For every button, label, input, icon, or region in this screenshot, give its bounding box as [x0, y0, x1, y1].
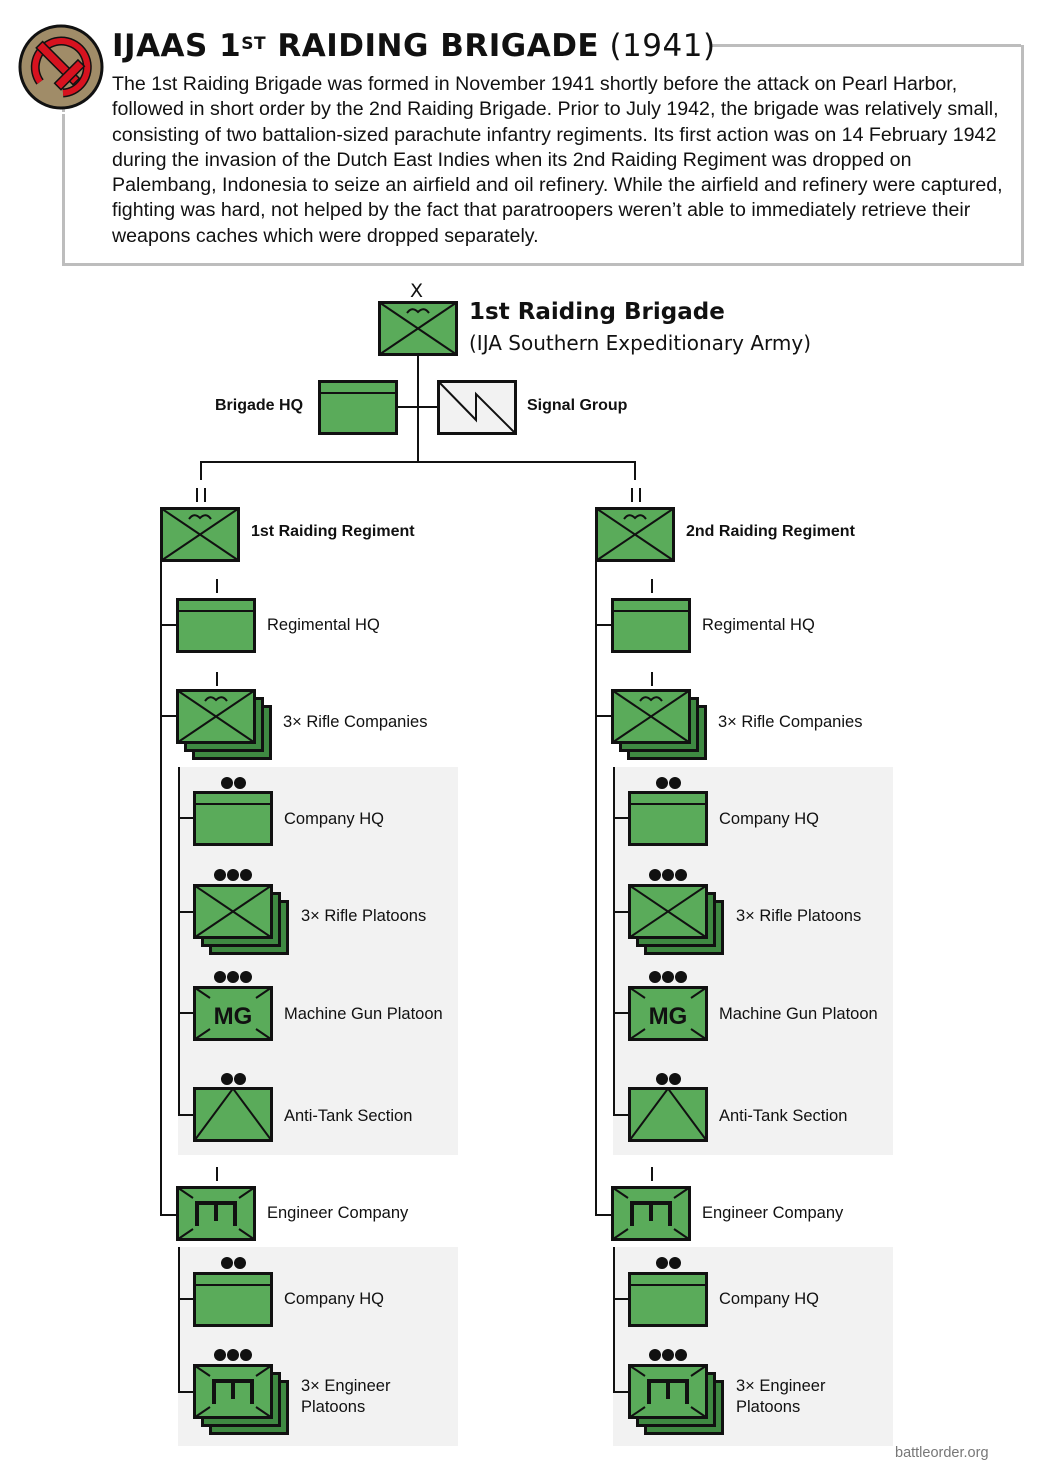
company-hq-symbol-icon[interactable] [628, 791, 728, 866]
engineer-platoons-label-line2: Platoons [301, 1398, 366, 1416]
section-size-marker-icon [656, 1257, 681, 1269]
regimental-hq-symbol-icon[interactable] [611, 598, 711, 673]
engineer-company-symbol-icon[interactable] [176, 1186, 276, 1261]
machine-gun-platoon-label: Machine Gun Platoon [284, 1005, 443, 1023]
rifle-companies-symbol-icon[interactable] [611, 689, 711, 764]
rifle-companies-label: 3× Rifle Companies [283, 713, 428, 731]
engineer-company-hq-symbol-icon[interactable] [628, 1272, 728, 1347]
regimental-hq-label: Regimental HQ [702, 616, 815, 634]
brigade-parent: (IJA Southern Expeditionary Army) [469, 331, 812, 355]
title-rule [712, 44, 1021, 47]
company-size-marker-icon [216, 1167, 218, 1181]
anti-tank-section-symbol-icon[interactable] [628, 1086, 728, 1162]
section-size-marker-icon [221, 1257, 246, 1269]
regimental-hq-label: Regimental HQ [267, 616, 380, 634]
engineer-platoons-symbol-icon[interactable] [628, 1364, 728, 1439]
description-box [62, 45, 1024, 266]
section-size-marker-icon [221, 1073, 246, 1085]
machine-gun-platoon-label: Machine Gun Platoon [719, 1005, 878, 1023]
regiment-airborne-infantry-symbol-icon[interactable] [595, 507, 695, 582]
description-text: The 1st Raiding Brigade was formed in No… [112, 73, 1003, 247]
engineer-platoons-label-line2: Platoons [736, 1398, 801, 1416]
section-size-marker-icon [656, 777, 681, 789]
engineer-company-hq-symbol-icon[interactable] [193, 1272, 293, 1347]
regiment-size-marker-icon [631, 488, 641, 502]
section-size-marker-icon [221, 777, 246, 789]
anti-tank-section-label: Anti-Tank Section [284, 1107, 413, 1125]
engineer-platoons-label-line1: 3× Engineer [301, 1377, 391, 1395]
company-size-marker-icon [651, 579, 653, 593]
mg-text: MG [649, 1003, 688, 1030]
rifle-platoons-symbol-icon[interactable] [193, 884, 293, 959]
company-hq-label: Company HQ [719, 810, 819, 828]
platoon-size-marker-icon [214, 869, 252, 881]
title-main: IJAAS 1 [112, 28, 242, 64]
company-size-marker-icon [216, 579, 218, 593]
company-size-marker-icon [651, 1167, 653, 1181]
signal-group-symbol-icon[interactable] [437, 380, 517, 435]
anti-tank-section-label: Anti-Tank Section [719, 1107, 848, 1125]
engineer-company-hq-label: Company HQ [284, 1290, 384, 1308]
regimental-hq-symbol-icon[interactable] [176, 598, 276, 673]
title-rest: RAIDING BRIGADE [266, 28, 600, 64]
platoon-size-marker-icon [214, 971, 252, 983]
regiment-name: 1st Raiding Regiment [251, 523, 415, 540]
engineer-platoons-symbol-icon[interactable] [193, 1364, 293, 1439]
brigade-name: 1st Raiding Brigade [469, 299, 725, 325]
rifle-platoons-label: 3× Rifle Platoons [301, 907, 427, 925]
page-title: IJAAS 1ST RAIDING BRIGADE (1941) [112, 26, 716, 66]
section-size-marker-icon [656, 1073, 681, 1085]
engineer-company-label: Engineer Company [702, 1204, 844, 1222]
title-year: (1941) [599, 28, 716, 64]
brigade-airborne-infantry-symbol-icon[interactable] [378, 301, 458, 356]
regiment-name: 2nd Raiding Regiment [686, 523, 855, 540]
regiment-airborne-infantry-symbol-icon[interactable] [160, 507, 260, 582]
title-sup: ST [241, 34, 267, 54]
regiment-size-marker-icon [196, 488, 206, 502]
engineer-company-symbol-icon[interactable] [611, 1186, 711, 1261]
company-size-marker-icon [651, 672, 653, 686]
platoon-size-marker-icon [649, 1349, 687, 1361]
engineer-platoons-label-line1: 3× Engineer [736, 1377, 826, 1395]
machine-gun-platoon-symbol-icon[interactable]: MG [628, 986, 728, 1061]
company-hq-symbol-icon[interactable] [193, 791, 293, 866]
rifle-platoons-symbol-icon[interactable] [628, 884, 728, 959]
engineer-company-hq-label: Company HQ [719, 1290, 819, 1308]
engineer-company-label: Engineer Company [267, 1204, 409, 1222]
rifle-platoons-label: 3× Rifle Platoons [736, 907, 862, 925]
anti-tank-section-symbol-icon[interactable] [193, 1086, 293, 1162]
source-credit[interactable]: battleorder.org [895, 1445, 989, 1461]
platoon-size-marker-icon [649, 869, 687, 881]
machine-gun-platoon-symbol-icon[interactable]: MG [193, 986, 293, 1061]
brigade-size-marker: X [410, 280, 424, 302]
company-size-marker-icon [216, 672, 218, 686]
platoon-size-marker-icon [214, 1349, 252, 1361]
brigade-hq-label: Brigade HQ [215, 397, 304, 414]
desc-box-gap [62, 112, 65, 114]
ijaas-insignia-icon [18, 24, 104, 110]
company-hq-label: Company HQ [284, 810, 384, 828]
brigade-hq-symbol-icon[interactable] [318, 380, 398, 435]
platoon-size-marker-icon [649, 971, 687, 983]
rifle-companies-label: 3× Rifle Companies [718, 713, 863, 731]
mg-text: MG [214, 1003, 253, 1030]
rifle-companies-symbol-icon[interactable] [176, 689, 276, 764]
signal-group-label: Signal Group [527, 397, 628, 414]
